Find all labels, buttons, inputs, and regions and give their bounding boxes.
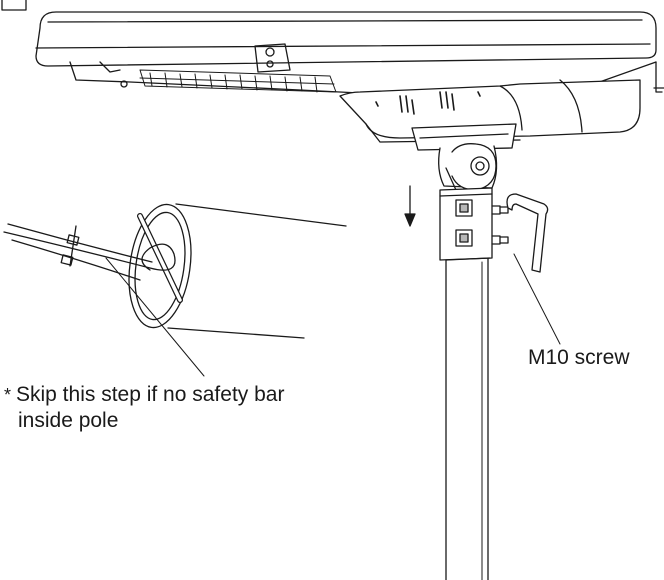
note-line-2: inside pole	[18, 409, 119, 432]
safety-wire	[3, 223, 176, 281]
street-light-housing	[35, 11, 664, 151]
allen-key	[506, 193, 549, 273]
note-asterisk: *	[4, 385, 12, 405]
heat-sink	[139, 69, 337, 93]
pole	[445, 257, 491, 580]
tilt-joint	[438, 143, 498, 191]
step-box-corner	[1, 0, 27, 11]
safety-bar-note: *Skip this step if no safety bar inside …	[4, 382, 334, 433]
pole-cross-section	[128, 203, 347, 339]
down-arrow-icon	[404, 185, 416, 227]
screw-leader-line	[513, 253, 561, 345]
box-markings	[375, 91, 481, 115]
note-leader-line	[105, 257, 205, 377]
controller-box	[339, 79, 641, 139]
note-line-1: Skip this step if no safety bar	[16, 383, 285, 406]
pole-sleeve	[439, 187, 509, 261]
screw-label: M10 screw	[528, 346, 630, 369]
